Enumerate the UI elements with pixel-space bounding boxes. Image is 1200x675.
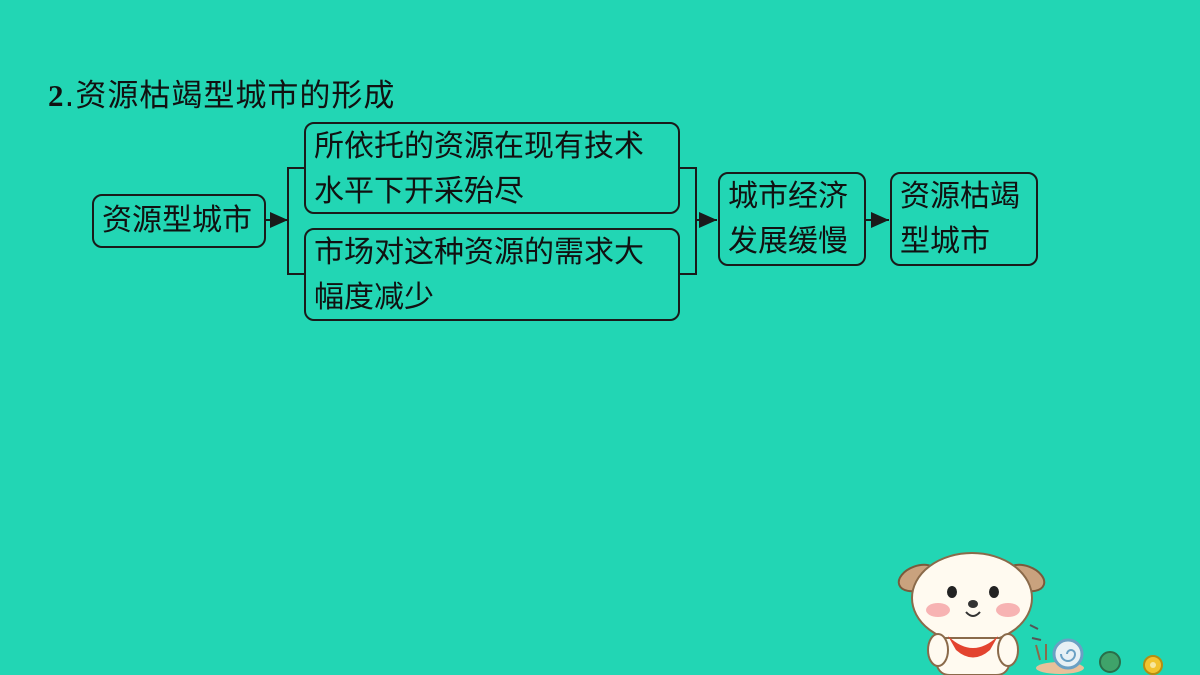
end-line1: 资源枯竭: [900, 179, 1020, 214]
page-title: 2.资源枯竭型城市的形成: [48, 70, 395, 115]
cause-b-line2: 幅度减少: [314, 280, 434, 315]
flow-box-end: 资源枯竭 型城市: [890, 172, 1038, 266]
end-line2: 型城市: [900, 224, 990, 259]
middle-line1: 城市经济: [728, 179, 848, 214]
left-bracket: [287, 167, 304, 275]
start-label: 资源型城市: [102, 203, 252, 238]
cause-a-line1: 所依托的资源在现有技术: [314, 129, 644, 164]
title-text: .资源枯竭型城市的形成: [64, 78, 396, 114]
right-bracket: [680, 167, 697, 275]
cause-a-line2: 水平下开采殆尽: [314, 174, 524, 209]
flow-box-middle: 城市经济 发展缓慢: [718, 172, 866, 266]
title-number: 2: [48, 78, 65, 113]
cause-b-line1: 市场对这种资源的需求大: [314, 235, 644, 270]
flow-box-cause-a: 所依托的资源在现有技术 水平下开采殆尽: [304, 122, 680, 214]
flow-box-cause-b: 市场对这种资源的需求大 幅度减少: [304, 228, 680, 321]
puppy-cartoon-icon: [897, 552, 1163, 675]
flow-box-start: 资源型城市: [92, 194, 266, 248]
middle-line2: 发展缓慢: [728, 224, 848, 259]
